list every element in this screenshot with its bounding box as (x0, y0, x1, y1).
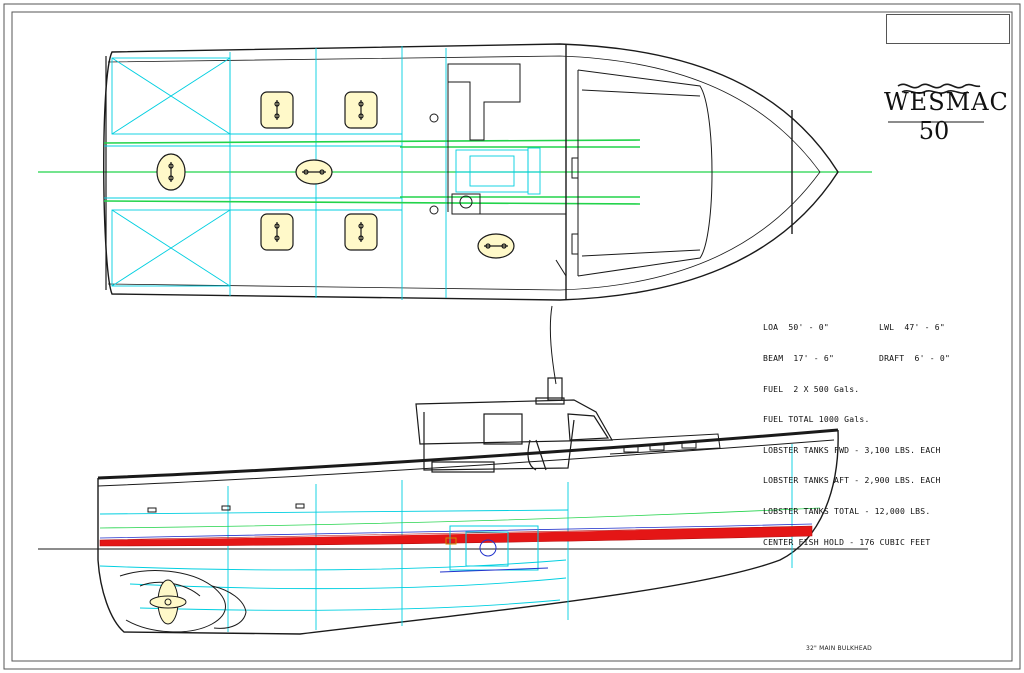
plan-wheelhouse (429, 44, 567, 300)
plan-hatches (156, 91, 515, 259)
spec-row: BEAM 17' - 6" DRAFT 6' - 0" (763, 353, 973, 363)
spec-left: LOBSTER TANKS AFT - 2,900 LBS. EACH (763, 475, 941, 486)
profile-propeller (119, 570, 247, 633)
spec-table: LOA 50' - 0" LWL 47' - 6" BEAM 17' - 6" DR… (763, 302, 973, 557)
profile-rubrail (97, 439, 835, 487)
plan-shaft-lines (103, 139, 641, 205)
aft-tank-boxes (111, 57, 231, 287)
profile-hull-outline (97, 429, 839, 635)
title-block (886, 14, 1010, 44)
profile-view (38, 305, 868, 635)
spec-row: CENTER FISH HOLD - 176 CUBIC FEET (763, 537, 973, 547)
spec-left: FUEL TOTAL 1000 Gals. (763, 414, 870, 425)
profile-engine (439, 525, 549, 573)
spec-left: LOBSTER TANKS TOTAL - 12,000 LBS. (763, 506, 931, 517)
plan-fittings (555, 157, 579, 277)
spec-left: LOA 50' - 0" (763, 322, 829, 333)
plan-engine-detail (455, 147, 541, 195)
bulkhead-note: 32" MAIN BULKHEAD (806, 645, 872, 652)
hatch-handles (168, 100, 508, 249)
spec-row: LOBSTER TANKS FWD - 3,100 LBS. EACH (763, 445, 973, 455)
spec-row: FUEL 2 X 500 Gals. (763, 384, 973, 394)
plan-view (38, 43, 872, 301)
logo-waves-icon (897, 83, 981, 94)
spec-left: FUEL 2 X 500 Gals. (763, 383, 860, 394)
spec-row: FUEL TOTAL 1000 Gals. (763, 414, 973, 424)
spec-right: LWL 47' - 6" (879, 322, 945, 333)
logo-brand: WESMAC (884, 88, 1009, 116)
inner-border (11, 11, 1013, 662)
profile-cyan-structure (99, 444, 793, 632)
logo-model: 50 (918, 117, 950, 145)
logo: WESMAC 50 (884, 88, 1009, 145)
antenna-line (549, 305, 557, 385)
profile-wheelhouse (415, 377, 614, 473)
spec-left: CENTER FISH HOLD - 176 CUBIC FEET (763, 536, 931, 547)
plan-hull-outline (103, 43, 839, 301)
spec-row: LOA 50' - 0" LWL 47' - 6" (763, 322, 973, 332)
spec-row: LOBSTER TANKS TOTAL - 12,000 LBS. (763, 506, 973, 516)
spec-left: LOBSTER TANKS FWD - 3,100 LBS. EACH (763, 444, 941, 455)
outer-border (3, 3, 1021, 670)
spec-right: DRAFT 6' - 0" (879, 353, 951, 364)
plan-inner-sheer (107, 55, 821, 291)
profile-portlights (147, 503, 305, 513)
profile-green-line (99, 507, 821, 529)
spec-left: BEAM 17' - 6" (763, 353, 835, 364)
plan-forward-cabin (577, 69, 793, 277)
profile-sheer (97, 428, 839, 480)
spec-row: LOBSTER TANKS AFT - 2,900 LBS. EACH (763, 475, 973, 485)
